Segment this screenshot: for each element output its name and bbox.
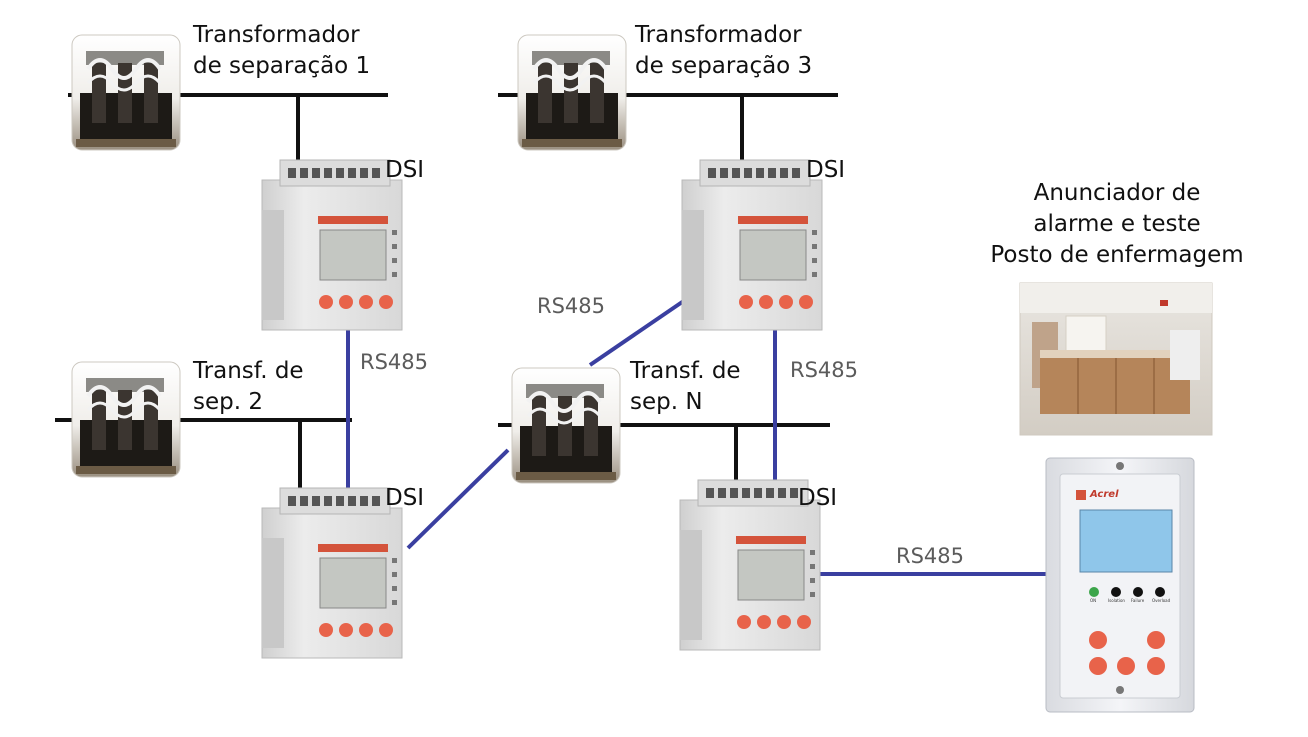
annunciator-title-line2: alarme e teste	[1033, 211, 1201, 237]
transformer-n-label-line1: Transf. de	[630, 358, 741, 384]
dsi-label-n: DSI	[798, 485, 838, 511]
transformer-n-label-line2: sep. N	[630, 389, 703, 415]
indicator-label-isolation: Isolation	[1108, 598, 1125, 603]
transformer-2-image	[70, 360, 182, 479]
annunciator-subtitle: Posto de enfermagem	[990, 242, 1244, 268]
indicator-label-failure: Failure	[1131, 598, 1145, 603]
annunciator-panel: Acrel ON Isolation Failure Overload	[1045, 457, 1195, 713]
dsi-module-2	[261, 487, 403, 659]
transformer-2-label-line1: Transf. de	[193, 358, 304, 384]
transformer-2-label: Transf. de sep. 2	[193, 356, 304, 418]
transformer-3-label: Transformador de separação 3	[635, 20, 812, 82]
transformer-3-image	[516, 33, 628, 152]
dsi-label-2: DSI	[385, 485, 425, 511]
nursing-station-photo	[1019, 282, 1213, 436]
annunciator-title: Anunciador de alarme e teste Posto de en…	[986, 178, 1248, 271]
transformer-n-label: Transf. de sep. N	[630, 356, 741, 418]
transformer-3-label-line1: Transformador	[635, 22, 802, 48]
rs485-label-2: RS485	[537, 294, 606, 318]
transformer-n-image	[510, 366, 622, 485]
transformer-3-label-line2: de separação 3	[635, 53, 813, 79]
transformer-1-image	[70, 33, 182, 152]
transformer-1-label-line2: de separação 1	[193, 53, 371, 79]
indicator-label-on: ON	[1090, 598, 1096, 603]
rs485-label-1: RS485	[360, 350, 429, 374]
transformer-1-label: Transformador de separação 1	[193, 20, 370, 82]
indicator-label-overload: Overload	[1152, 598, 1171, 603]
dsi-label-3: DSI	[806, 157, 846, 183]
transformer-2-label-line2: sep. 2	[193, 389, 263, 415]
annunciator-brand: Acrel	[1089, 489, 1119, 500]
rs485-label-3: RS485	[790, 358, 859, 382]
transformer-1-label-line1: Transformador	[193, 22, 360, 48]
dsi-module-3	[681, 159, 823, 331]
annunciator-title-line1: Anunciador de	[1033, 180, 1201, 206]
dsi-label-1: DSI	[385, 157, 425, 183]
dsi-module-1	[261, 159, 403, 331]
rs485-label-4: RS485	[896, 544, 965, 568]
